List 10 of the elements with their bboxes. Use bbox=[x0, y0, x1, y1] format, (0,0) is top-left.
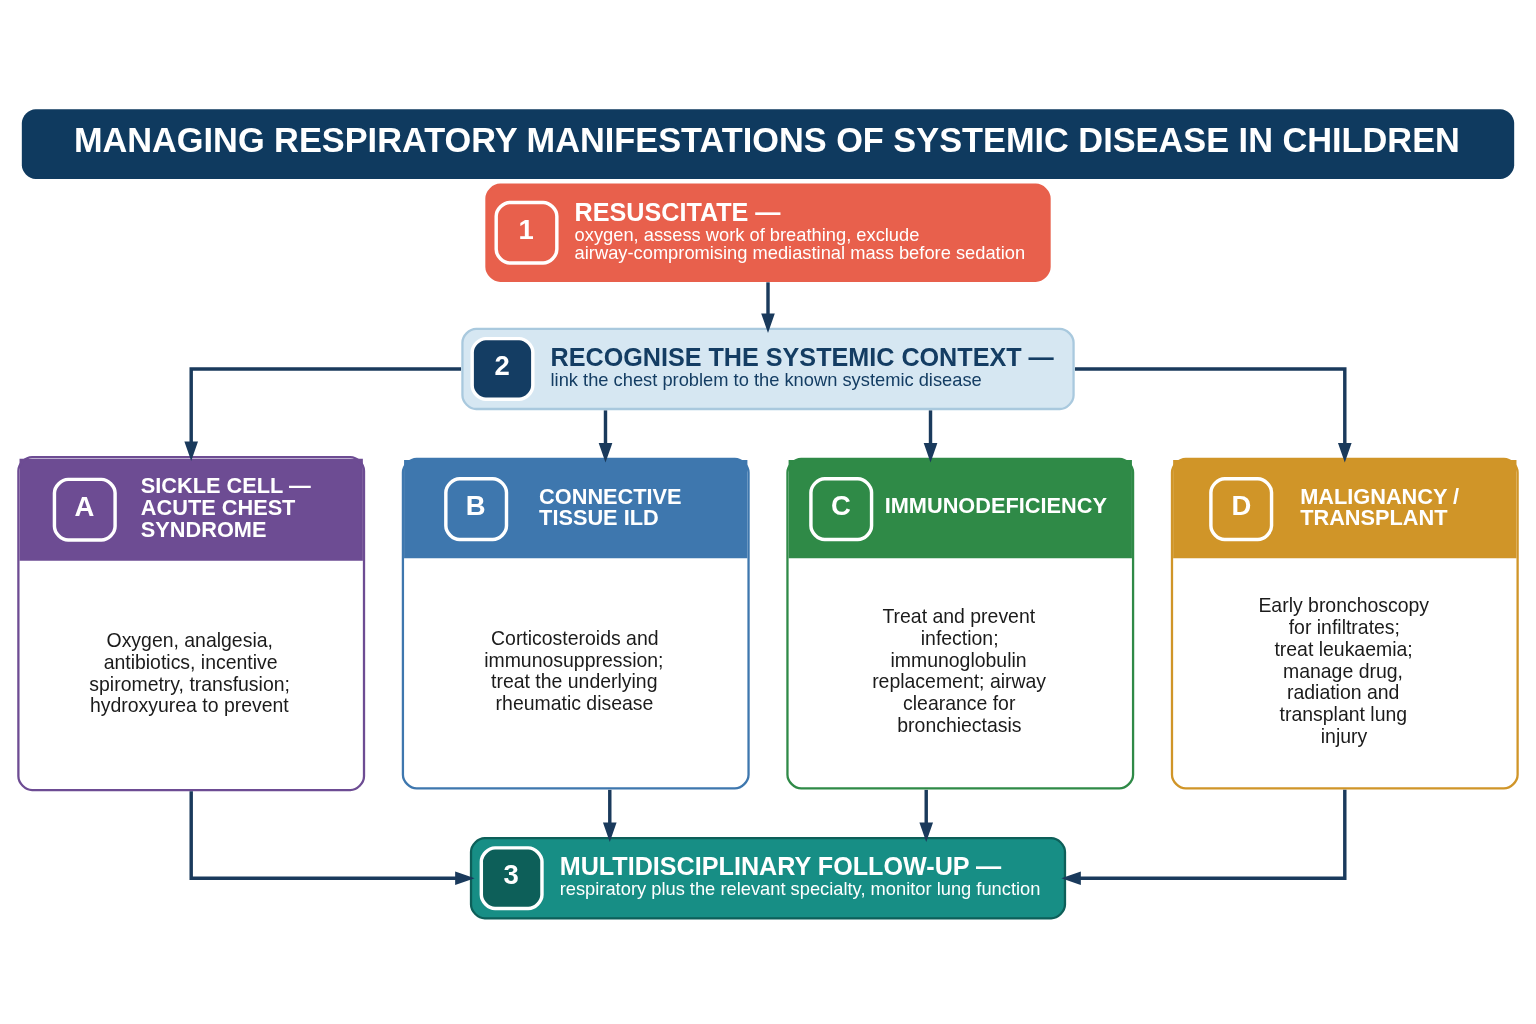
arrow bbox=[923, 410, 938, 463]
arrow bbox=[919, 789, 934, 843]
arrow bbox=[1061, 789, 1347, 886]
arrow bbox=[184, 367, 462, 462]
arrow bbox=[1074, 367, 1352, 463]
arrow bbox=[189, 791, 475, 886]
arrow bbox=[598, 410, 613, 463]
arrow bbox=[602, 789, 617, 843]
diagram-title: MANAGING RESPIRATORY MANIFESTATIONS OF SYSTEMIC DISEASE IN CHILDREN bbox=[73, 121, 1460, 160]
arrow bbox=[761, 282, 775, 333]
